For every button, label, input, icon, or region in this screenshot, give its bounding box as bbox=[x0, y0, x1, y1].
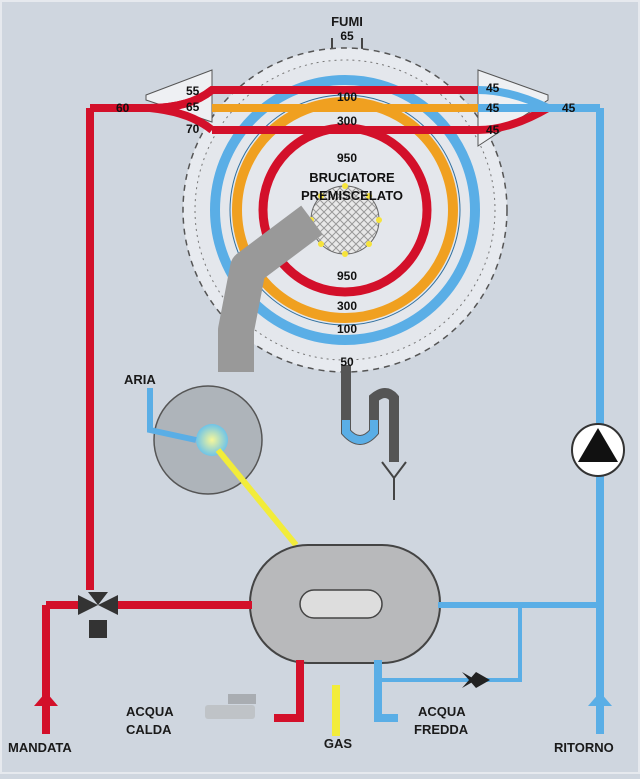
label-acqua-calda-2: CALDA bbox=[126, 722, 172, 737]
top-pipes bbox=[90, 86, 600, 134]
label-gas: GAS bbox=[324, 736, 353, 751]
air-inlet-pipe bbox=[147, 388, 197, 443]
coil-ring-100 bbox=[210, 75, 480, 345]
condensate-trap bbox=[341, 365, 407, 500]
plate-heat-exchanger bbox=[249, 544, 441, 664]
coil-ring-inner-edge bbox=[229, 94, 461, 326]
temp-ring-blue-top: 100 bbox=[337, 90, 357, 104]
temp-ring-red-bottom: 950 bbox=[337, 269, 357, 283]
temp-left-outlet: 60 bbox=[116, 101, 130, 115]
label-burner-2: PREMISCELATO bbox=[301, 188, 403, 203]
bypass-pipe bbox=[378, 605, 522, 682]
return-arrow bbox=[588, 692, 612, 706]
air-duct bbox=[218, 205, 323, 372]
label-mandata: MANDATA bbox=[8, 740, 72, 755]
temp-ring-red-top: 950 bbox=[337, 151, 357, 165]
gas-feed-line bbox=[215, 448, 299, 547]
return-arrow-stem bbox=[596, 704, 604, 734]
temp-left-bottom: 70 bbox=[186, 122, 200, 136]
label-ritorno: RITORNO bbox=[554, 740, 614, 755]
temp-condensate: 50 bbox=[340, 355, 354, 369]
circulation-pump bbox=[571, 423, 625, 477]
dhw-hot-pipe bbox=[274, 660, 304, 722]
temp-ring-orange-bottom: 300 bbox=[337, 299, 357, 313]
temp-fumi: 65 bbox=[340, 29, 354, 43]
bypass-valve bbox=[462, 672, 490, 688]
three-way-valve bbox=[78, 592, 118, 638]
label-burner-1: BRUCIATORE bbox=[309, 170, 395, 185]
temp-right-bottom: 45 bbox=[486, 123, 500, 137]
temp-right-mid: 45 bbox=[486, 101, 500, 115]
label-acqua-fredda-1: ACQUA bbox=[418, 704, 466, 719]
temp-right-top: 45 bbox=[486, 81, 500, 95]
left-manifold bbox=[145, 69, 213, 123]
temp-left-top: 55 bbox=[186, 84, 200, 98]
hot-water-tap bbox=[205, 694, 256, 719]
temp-right-outlet: 45 bbox=[562, 101, 576, 115]
temp-ring-orange-top: 300 bbox=[337, 114, 357, 128]
label-acqua-calda-1: ACQUA bbox=[126, 704, 174, 719]
supply-arrow-stem bbox=[42, 704, 50, 734]
temp-ring-blue-bottom: 100 bbox=[337, 322, 357, 336]
coil-ring-300 bbox=[232, 97, 458, 323]
temp-left-mid: 65 bbox=[186, 100, 200, 114]
combustion-fan bbox=[153, 385, 263, 495]
label-fumi: FUMI bbox=[331, 14, 363, 29]
supply-arrow bbox=[34, 692, 58, 706]
label-aria: ARIA bbox=[124, 372, 156, 387]
label-acqua-fredda-2: FREDDA bbox=[414, 722, 469, 737]
